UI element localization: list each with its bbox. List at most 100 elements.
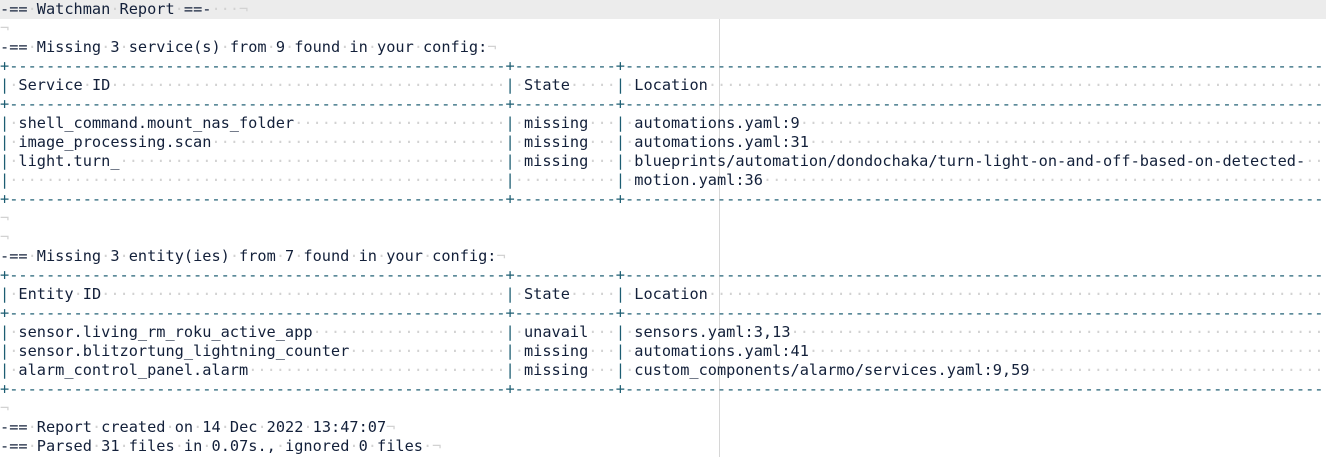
services-table-header-row[interactable]: |·Service·ID····························…	[0, 76, 1326, 95]
table-rule: |	[615, 323, 626, 341]
report-text: ID	[82, 285, 102, 303]
whitespace-run: ·	[303, 418, 313, 436]
whitespace-run: ·	[349, 247, 359, 265]
whitespace-run: ·	[514, 152, 524, 170]
whitespace-run: ·	[27, 0, 37, 18]
whitespace-run: ·	[367, 38, 377, 56]
whitespace-run: ·	[27, 247, 37, 265]
report-text: 13:47:07	[312, 418, 387, 436]
whitespace-run: ·	[514, 361, 524, 379]
whitespace-run: ···	[588, 342, 616, 360]
report-text: light.turn_	[18, 152, 120, 170]
whitespace-run: ·	[9, 152, 19, 170]
table-rule: |	[0, 133, 10, 151]
entities-table-bottom-rule[interactable]: +---------------------------------------…	[0, 380, 1326, 399]
whitespace-run: ········································…	[707, 285, 1326, 303]
whitespace-run: ·	[165, 418, 175, 436]
whitespace-run: ·	[625, 133, 635, 151]
whitespace-run: ········································…	[762, 171, 1326, 189]
services-table-row[interactable]: |·image_processing.scan·················…	[0, 133, 1326, 152]
whitespace-run: ·	[101, 247, 111, 265]
whitespace-run: ········································…	[808, 342, 1326, 360]
whitespace-run: ·	[27, 38, 37, 56]
whitespace-run: ·	[193, 418, 203, 436]
services-table-top-rule[interactable]: +---------------------------------------…	[0, 57, 1326, 76]
table-rule: |	[505, 361, 515, 379]
report-text: Location	[634, 76, 708, 94]
table-rule: |	[615, 114, 626, 132]
report-text: Report	[36, 418, 92, 436]
table-rule: |	[505, 76, 515, 94]
entities-table-row[interactable]: |·alarm_control_panel.alarm·············…	[0, 361, 1326, 380]
table-rule: |	[615, 76, 626, 94]
entities-table-top-rule[interactable]: +---------------------------------------…	[0, 266, 1326, 285]
whitespace-run: ···	[588, 152, 616, 170]
whitespace-run: ·	[285, 38, 295, 56]
end-of-line-marker: ¬	[239, 0, 249, 18]
whitespace-run: ·	[275, 247, 286, 265]
report-text: -==	[0, 0, 28, 18]
whitespace-run: ·	[376, 247, 387, 265]
report-text: 14	[202, 418, 221, 436]
whitespace-run: ·	[101, 38, 111, 56]
report-text: in	[183, 437, 203, 455]
whitespace-run: ·	[266, 38, 276, 56]
blank-line[interactable]: ¬	[0, 399, 1326, 418]
whitespace-run: ·	[625, 361, 635, 379]
entities-table-header-rule[interactable]: +---------------------------------------…	[0, 304, 1326, 323]
services-table-row[interactable]: |·shell_command.mount_nas_folder········…	[0, 114, 1326, 133]
services-table-row[interactable]: |·light.turn_···························…	[0, 152, 1326, 171]
trailing-whitespace: ·	[422, 437, 433, 455]
whitespace-run: ·	[9, 342, 19, 360]
report-text: Missing	[36, 247, 102, 265]
report-text: missing	[523, 152, 589, 170]
whitespace-run: ·	[349, 437, 359, 455]
services-table-bottom-rule[interactable]: +---------------------------------------…	[0, 190, 1326, 209]
services-table-header-rule[interactable]: +---------------------------------------…	[0, 95, 1326, 114]
end-of-line-marker: ¬	[0, 209, 10, 227]
report-text: missing	[523, 133, 589, 151]
whitespace-run: ·	[625, 114, 635, 132]
report-text: Dec	[229, 418, 258, 436]
report-text: 0.07s.,	[211, 437, 276, 455]
end-of-line-marker: ¬	[0, 399, 10, 417]
services-table-row-continuation[interactable]: |·······································…	[0, 171, 1326, 190]
whitespace-run: ········································…	[808, 133, 1326, 151]
entities-table-row[interactable]: |·sensor.blitzortung_lightning_counter··…	[0, 342, 1326, 361]
whitespace-run: ·	[625, 342, 635, 360]
whitespace-run: ·	[340, 38, 350, 56]
report-text: alarm_control_panel.alarm	[18, 361, 249, 379]
table-rule: |	[0, 152, 10, 170]
report-footer-line[interactable]: -==·Report·created·on·14·Dec·2022·13:47:…	[0, 418, 1326, 437]
report-text: Missing	[36, 38, 102, 56]
entities-table-row[interactable]: |·sensor.living_rm_roku_active_app······…	[0, 323, 1326, 342]
whitespace-run: ·	[514, 342, 524, 360]
table-rule: |	[0, 171, 10, 189]
blank-line[interactable]: ¬	[0, 19, 1326, 38]
report-text: in	[349, 38, 368, 56]
blank-line[interactable]: ¬	[0, 209, 1326, 228]
report-text: missing	[523, 342, 589, 360]
report-text: files	[377, 437, 423, 455]
whitespace-run: ·	[413, 38, 423, 56]
whitespace-run: ································	[211, 133, 506, 151]
report-text: from	[229, 38, 267, 56]
whitespace-run: ···········	[514, 171, 616, 189]
whitespace-run: ·······································	[1029, 361, 1326, 379]
entities-heading[interactable]: -==·Missing·3·entity(ies)·from·7·found·i…	[0, 247, 1326, 266]
table-rule: |	[0, 361, 10, 379]
end-of-line-marker: ¬	[386, 418, 396, 436]
report-text: -==	[0, 38, 28, 56]
report-footer-line[interactable]: -==·Parsed·31·files·in·0.07s.,·ignored·0…	[0, 437, 1326, 456]
blank-line[interactable]: ¬	[0, 228, 1326, 247]
entities-table-header-row[interactable]: |·Entity·ID·····························…	[0, 285, 1326, 304]
table-rule: |	[615, 361, 626, 379]
table-rule: |	[0, 342, 10, 360]
whitespace-run: ·	[9, 114, 19, 132]
whitespace-run: ·	[82, 76, 92, 94]
report-header[interactable]: -==·Watchman·Report·==-···¬	[0, 0, 1326, 19]
services-heading[interactable]: -==·Missing·3·service(s)·from·9·found·in…	[0, 38, 1326, 57]
report-text: sensor.living_rm_roku_active_app	[18, 323, 313, 341]
